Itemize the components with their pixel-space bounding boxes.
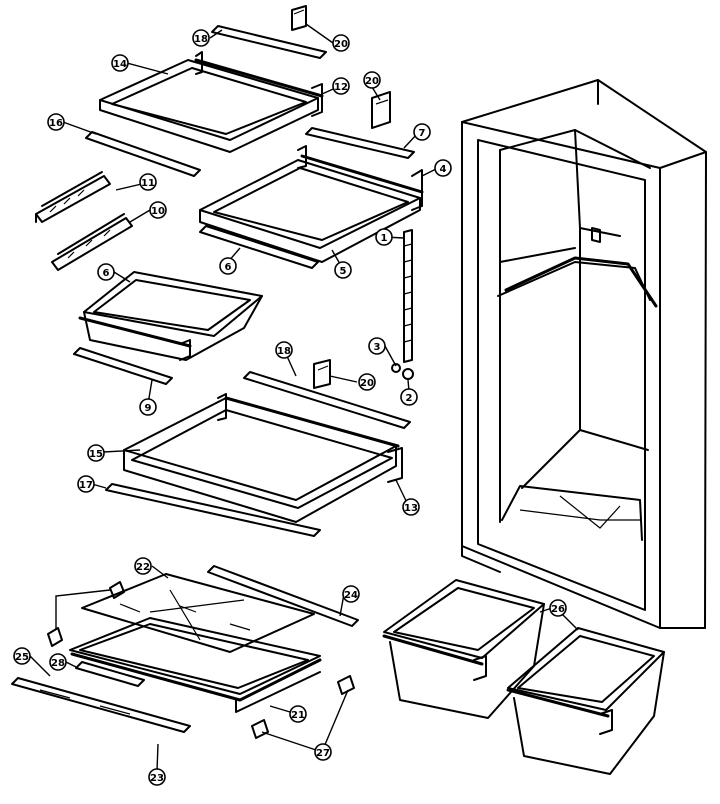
callout-7: 7 [413, 123, 431, 141]
callout-18-lower: 18 [275, 341, 293, 359]
crisper-cover-front-trim [11, 677, 191, 733]
top-shelf-rear-trim [211, 25, 327, 59]
second-glass-shelf [199, 145, 424, 263]
callout-22: 22 [134, 557, 152, 575]
callout-15: 15 [87, 444, 105, 462]
svg-text:1: 1 [381, 233, 388, 244]
svg-text:6: 6 [225, 262, 232, 273]
cabinet-shell [461, 79, 707, 629]
svg-text:11: 11 [141, 178, 155, 189]
callout-16: 16 [47, 113, 65, 131]
callout-3: 3 [368, 337, 386, 355]
svg-text:13: 13 [404, 503, 418, 514]
svg-text:17: 17 [79, 480, 93, 491]
svg-text:22: 22 [136, 562, 150, 573]
callout-4: 4 [434, 159, 452, 177]
callout-17: 17 [77, 475, 95, 493]
callout-20-lower: 20 [358, 373, 376, 391]
crisper-drawer-left [382, 579, 545, 719]
svg-text:3: 3 [374, 342, 381, 353]
shelf-bracket-10 [51, 213, 133, 271]
callout-25: 25 [13, 647, 31, 665]
small-drawer [78, 271, 263, 361]
svg-text:21: 21 [291, 710, 305, 721]
second-shelf-rear-trim [305, 127, 415, 159]
svg-text:28: 28 [51, 658, 65, 669]
callout-20-top: 20 [332, 34, 350, 52]
second-shelf-front-trim [199, 225, 319, 269]
svg-text:9: 9 [145, 403, 152, 414]
svg-text:27: 27 [316, 748, 330, 759]
svg-text:15: 15 [89, 449, 103, 460]
top-glass-shelf [99, 51, 324, 153]
svg-text:7: 7 [419, 128, 426, 139]
lower-shelf-clip [313, 359, 331, 389]
svg-text:14: 14 [113, 59, 127, 70]
second-shelf-clip [371, 91, 391, 129]
callout-12: 12 [332, 77, 350, 95]
callout-18-top: 18 [192, 29, 210, 47]
svg-text:26: 26 [551, 604, 565, 615]
callout-27: 27 [314, 743, 332, 761]
callout-9: 9 [139, 398, 157, 416]
svg-text:24: 24 [344, 590, 358, 601]
callout-23: 23 [148, 768, 166, 786]
cover-support-clips [47, 581, 355, 739]
svg-text:18: 18 [194, 34, 208, 45]
crisper-small-rail [75, 661, 145, 687]
callout-6-shelf-trim: 6 [219, 257, 237, 275]
svg-text:20: 20 [334, 39, 348, 50]
shelf-bracket-11 [35, 171, 111, 223]
svg-text:23: 23 [150, 773, 164, 784]
callout-2: 2 [400, 388, 418, 406]
shelf-support-rail [391, 229, 414, 380]
svg-text:4: 4 [440, 164, 447, 175]
crisper-drawer-right [506, 627, 665, 775]
drawer-rail-9 [73, 347, 173, 385]
top-shelf-clip [291, 5, 307, 31]
callout-5: 5 [334, 261, 352, 279]
callout-6-drawer: 6 [97, 263, 115, 281]
svg-text:2: 2 [406, 393, 413, 404]
callout-24: 24 [342, 585, 360, 603]
lower-glass-shelf [105, 393, 403, 537]
callout-28: 28 [49, 653, 67, 671]
callout-11: 11 [139, 173, 157, 191]
svg-text:16: 16 [49, 118, 63, 129]
callout-14: 14 [111, 54, 129, 72]
svg-text:5: 5 [340, 266, 347, 277]
svg-text:25: 25 [15, 652, 29, 663]
svg-text:20: 20 [360, 378, 374, 389]
crisper-cover-frame [69, 617, 322, 713]
svg-text:6: 6 [103, 268, 110, 279]
crisper-cover-rear-trim [207, 565, 359, 627]
callout-20-second: 20 [363, 71, 381, 89]
callout-21: 21 [289, 705, 307, 723]
callout-26: 26 [549, 599, 567, 617]
crisper-cover-glass [81, 573, 315, 653]
svg-text:10: 10 [151, 206, 165, 217]
svg-text:18: 18 [277, 346, 291, 357]
top-shelf-front-trim [85, 131, 201, 177]
svg-text:20: 20 [365, 76, 379, 87]
callout-1: 1 [375, 228, 393, 246]
callout-10: 10 [149, 201, 167, 219]
callout-13: 13 [402, 498, 420, 516]
svg-text:12: 12 [334, 82, 348, 93]
lower-shelf-rear-trim [243, 371, 411, 429]
